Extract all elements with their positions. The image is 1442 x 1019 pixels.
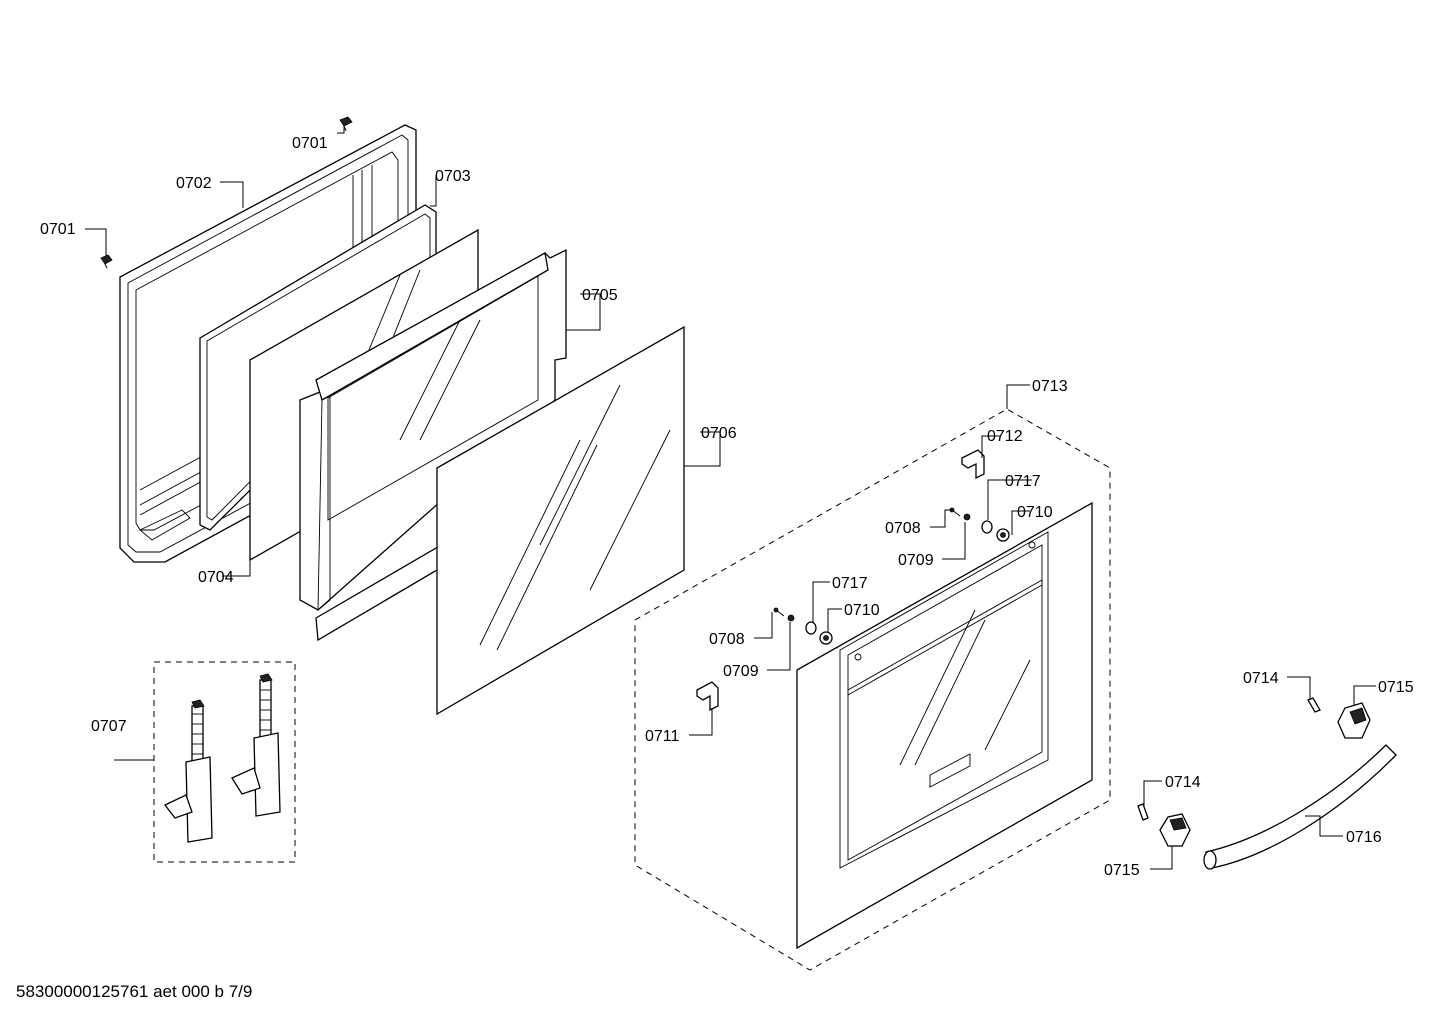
part-0714-pin-lower (1137, 803, 1149, 821)
part-0713-outer-door-panel (796, 501, 1093, 950)
part-0716-handle-bar (1203, 744, 1397, 870)
label-0702: 0702 (176, 175, 212, 192)
part-0712-bracket (961, 449, 985, 480)
label-0713: 0713 (1032, 378, 1068, 395)
label-0717-upper: 0717 (1005, 473, 1041, 490)
label-0714-upper: 0714 (1243, 670, 1279, 687)
part-0708-screw-lower (773, 607, 785, 617)
part-0715-end-cap-lower (1159, 813, 1191, 847)
label-0704: 0704 (198, 569, 234, 586)
label-0705: 0705 (582, 287, 618, 304)
label-0714-lower: 0714 (1165, 774, 1201, 791)
label-0710-upper: 0710 (1017, 504, 1053, 521)
label-0715-lower: 0715 (1104, 862, 1140, 879)
part-0715-end-cap-upper (1337, 702, 1371, 739)
label-0717-lower: 0717 (832, 575, 868, 592)
label-0708-upper: 0708 (885, 520, 921, 537)
part-0711-bracket (696, 681, 719, 712)
part-labels: 0701 0701 0702 0703 0704 0705 0706 0707 … (40, 135, 1414, 879)
label-0703: 0703 (435, 168, 471, 185)
part-0717-washer-lower (805, 621, 817, 635)
part-0708-screw-upper (949, 507, 961, 517)
label-0716: 0716 (1346, 829, 1382, 846)
part-0709-washer-upper (963, 513, 971, 521)
part-0710-nut-upper (996, 528, 1010, 542)
part-0707-hinge-set (153, 661, 296, 863)
label-0708-lower: 0708 (709, 631, 745, 648)
label-0709-lower: 0709 (723, 663, 759, 680)
label-0701-left: 0701 (40, 221, 76, 238)
label-0701-top: 0701 (292, 135, 328, 152)
document-footer-id: 58300000125761 aet 000 b 7/9 (16, 982, 252, 1001)
part-0701-screw-left (100, 254, 113, 269)
part-0714-pin-upper (1307, 697, 1321, 713)
part-0710-nut-lower (819, 631, 833, 645)
label-0707: 0707 (91, 718, 127, 735)
part-0709-washer-lower (787, 614, 795, 622)
label-0715-upper: 0715 (1378, 679, 1414, 696)
part-0701-screw-top (339, 116, 353, 132)
label-0711: 0711 (645, 728, 680, 745)
part-0706-glass-panel (436, 325, 685, 716)
label-0712: 0712 (987, 428, 1023, 445)
part-0717-washer-upper (981, 520, 993, 534)
leader-lines (85, 126, 1376, 870)
label-0709-upper: 0709 (898, 552, 934, 569)
label-0706: 0706 (701, 425, 737, 442)
label-0710-lower: 0710 (844, 602, 880, 619)
